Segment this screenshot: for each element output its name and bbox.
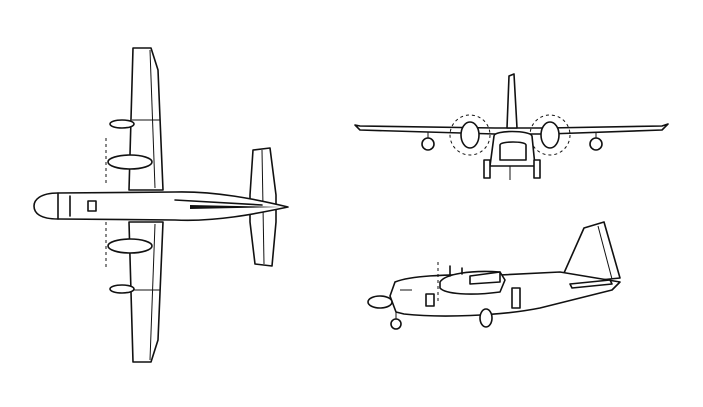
top-view-engine-lower xyxy=(107,238,153,254)
front-view-engine-right xyxy=(540,121,560,149)
top-view-fuselage xyxy=(33,191,289,222)
side-view-nose-wheel xyxy=(390,318,402,330)
front-view-propeller-left xyxy=(449,114,491,156)
front-view-pod-left xyxy=(421,137,435,151)
front-view-wing xyxy=(354,123,669,135)
side-view-main-wheel xyxy=(479,308,493,328)
front-view-pod-right xyxy=(589,137,603,151)
top-view-engine-upper xyxy=(107,154,153,170)
side-view-door xyxy=(511,287,521,309)
top-view-tip-pod-lower xyxy=(109,284,135,294)
side-view-side-door xyxy=(425,293,435,307)
front-view-gear-right xyxy=(533,159,541,179)
front-view-cockpit-window xyxy=(499,141,527,161)
front-view-engine-left xyxy=(460,121,480,149)
top-view xyxy=(33,47,289,363)
side-view-nose xyxy=(367,295,393,309)
front-view xyxy=(354,73,669,180)
side-view xyxy=(367,221,621,330)
front-view-vertical-tail xyxy=(506,73,518,129)
top-view-wing-lower xyxy=(128,221,164,363)
front-view-gear-left xyxy=(483,159,491,179)
top-view-tip-pod-upper xyxy=(109,119,135,129)
side-view-horizontal-tail xyxy=(569,279,613,289)
